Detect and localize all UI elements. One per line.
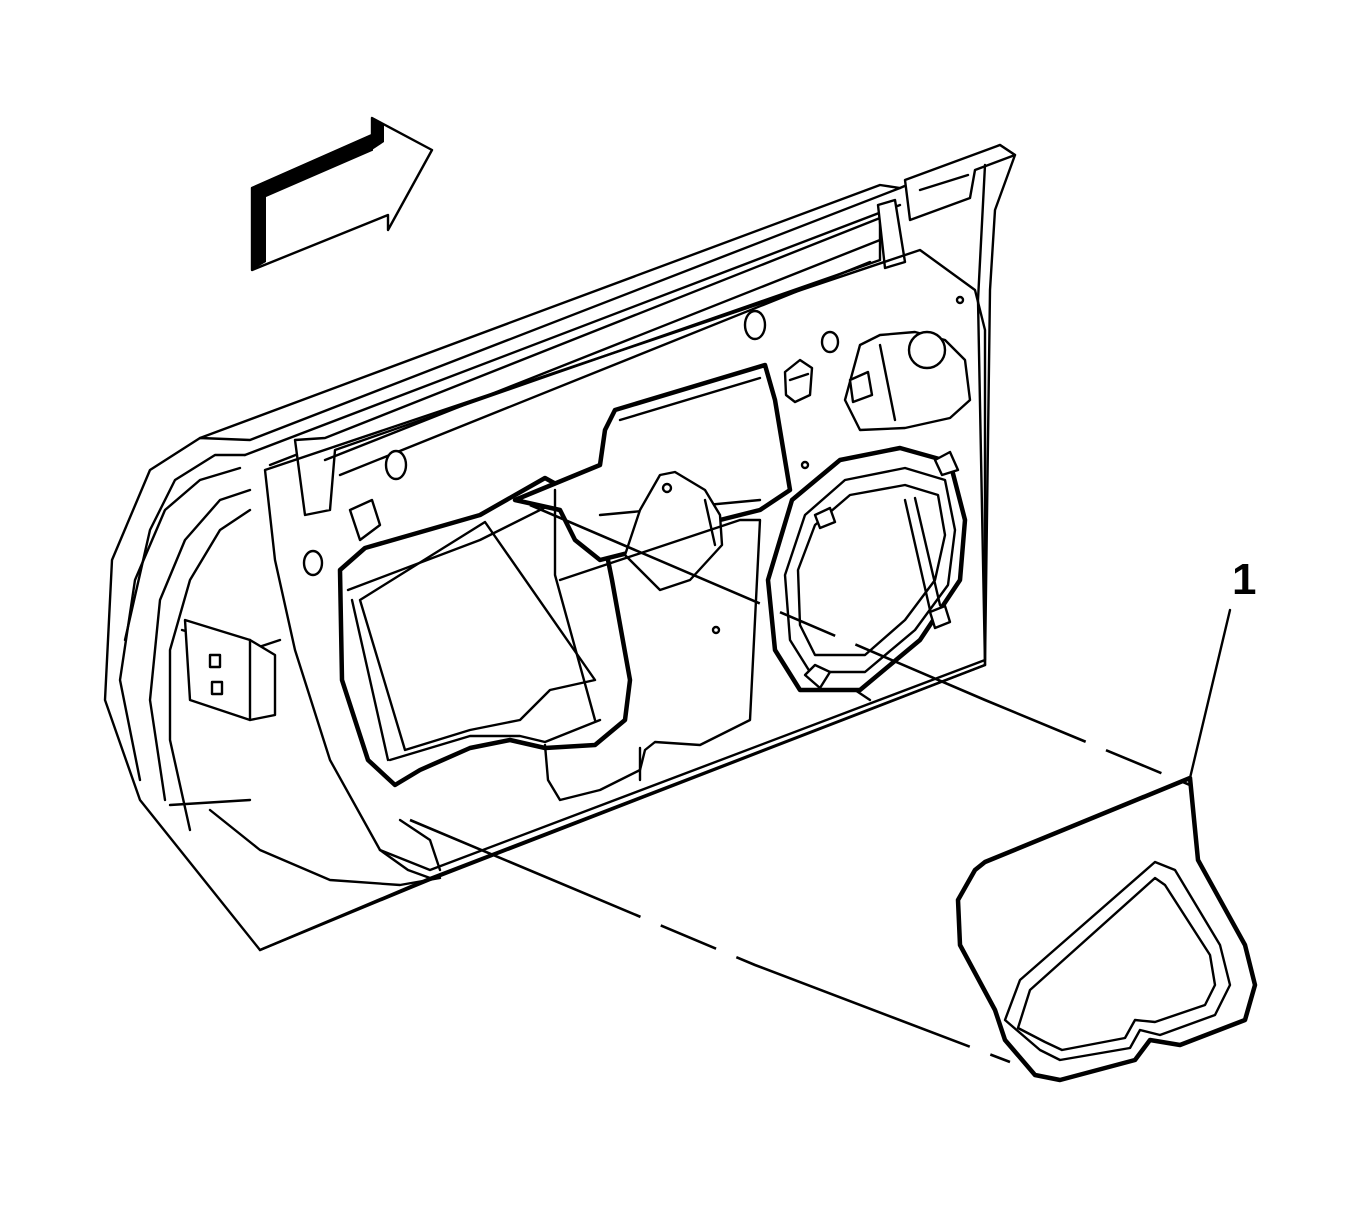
forward-arrow-icon (250, 116, 434, 272)
projection-lines (409, 503, 1191, 1064)
water-deflector-part (955, 775, 1258, 1083)
callout-label-1: 1 (1232, 555, 1257, 604)
door-inner-panel (103, 143, 1017, 952)
callout-leader (1188, 608, 1232, 780)
